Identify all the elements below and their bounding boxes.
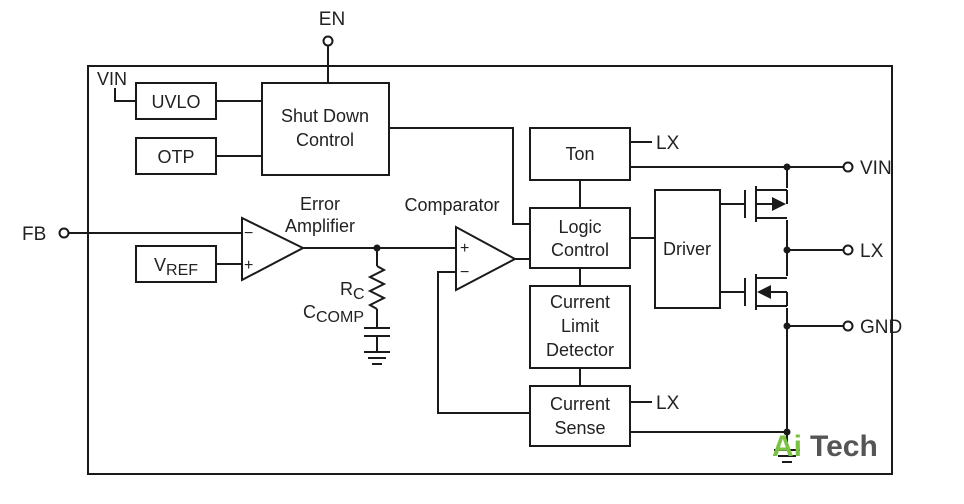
logic-control-block — [529, 207, 631, 269]
wire-sense-feedback — [437, 271, 530, 414]
error-amp-label-line1: Error — [300, 194, 340, 214]
climit-label-line1: Current — [550, 292, 610, 312]
comparator-plus: + — [460, 240, 469, 257]
error-amp-label-line2: Amplifier — [285, 216, 355, 236]
shutdown-control-block — [261, 82, 390, 176]
pin-en: EN — [319, 9, 345, 47]
error-amp-minus: − — [244, 225, 253, 242]
svg-text:Ai: Ai — [772, 430, 802, 463]
junction-sense-gnd — [783, 428, 791, 436]
pin-gnd: GND — [842, 317, 902, 338]
pin-vin: VIN — [842, 158, 892, 179]
current-limit-detector-block — [529, 285, 631, 369]
high-side-mosfet — [744, 186, 788, 222]
vref-label: VREF — [154, 255, 198, 279]
climit-label-line3: Detector — [546, 340, 614, 360]
svg-text:VIN: VIN — [860, 158, 892, 179]
svg-text:FB: FB — [22, 224, 46, 245]
shutdown-label-line2: Control — [296, 130, 354, 150]
csense-label-line1: Current — [550, 394, 610, 414]
pin-fb: FB — [22, 224, 70, 245]
ton-lx-label: LX — [656, 133, 680, 154]
comparator-minus: − — [460, 264, 469, 281]
logic-label-line2: Control — [551, 240, 609, 260]
csense-label-line2: Sense — [554, 418, 605, 438]
error-amp-plus: + — [244, 257, 253, 274]
low-side-mosfet — [744, 274, 788, 310]
otp-block — [135, 137, 217, 175]
svg-text:LX: LX — [860, 241, 884, 262]
chip-outline — [87, 65, 893, 475]
vin-internal-label: VIN — [97, 69, 127, 89]
comparator — [455, 225, 518, 292]
current-sense-block — [529, 385, 631, 447]
uvlo-label: UVLO — [151, 92, 200, 112]
svg-text:Tech: Tech — [810, 430, 878, 463]
ton-label: Ton — [565, 144, 594, 164]
error-amplifier — [241, 216, 306, 282]
svg-text:EN: EN — [319, 9, 345, 30]
climit-label-line2: Limit — [561, 316, 599, 336]
shutdown-label-line1: Shut Down — [281, 106, 369, 126]
aitech-watermark-logo: Ai Tech — [772, 430, 878, 463]
wire-vin-uvlo — [114, 88, 136, 102]
svg-text:GND: GND — [860, 317, 902, 338]
driver-block — [654, 189, 721, 309]
ton-block — [529, 127, 631, 181]
logic-label-line1: Logic — [558, 217, 601, 237]
uvlo-block — [135, 82, 217, 120]
driver-label: Driver — [663, 239, 711, 259]
otp-label: OTP — [157, 147, 194, 167]
pin-lx: LX — [842, 241, 884, 262]
comparator-label: Comparator — [404, 195, 499, 215]
ccomp-label: CCOMP — [303, 302, 364, 326]
vref-block — [135, 245, 217, 283]
rc-label: RC — [340, 279, 365, 303]
sense-lx-label: LX — [656, 393, 680, 414]
wire-shutdown-logic — [389, 127, 530, 225]
resistor-rc — [367, 265, 387, 310]
